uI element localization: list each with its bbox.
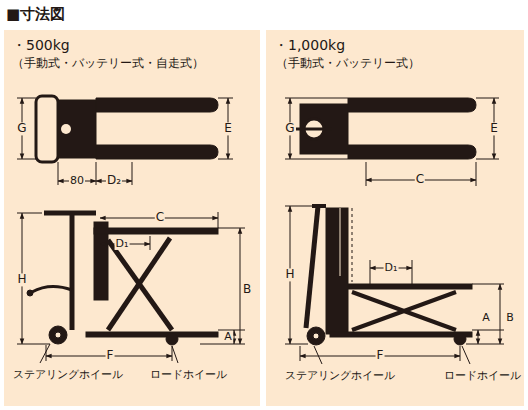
panel-heading: ・500kg bbox=[12, 38, 70, 53]
dimension-label: A bbox=[223, 331, 233, 343]
dimension-label: D₂ bbox=[106, 174, 122, 187]
dimension-label: D₁ bbox=[115, 238, 130, 250]
panel-heading: （手動式・バッテリー式・自走式） bbox=[12, 57, 204, 70]
dimension-label: C bbox=[415, 173, 425, 186]
dimension-label: ロードホイール bbox=[443, 370, 522, 382]
dimension-label: E bbox=[489, 122, 499, 135]
dimension-label: F bbox=[106, 349, 115, 362]
dimension-label: G bbox=[16, 122, 27, 135]
dimension-label: B bbox=[505, 312, 515, 324]
panel-heading: ・1,000kg bbox=[274, 38, 345, 53]
dimension-label: H bbox=[16, 273, 27, 286]
dimension-label: D₁ bbox=[384, 262, 399, 274]
dimension-label: E bbox=[223, 122, 233, 135]
dimension-label: F bbox=[376, 349, 385, 362]
dimension-label: ステアリングホイール bbox=[12, 369, 124, 381]
dimension-label: ロードホイール bbox=[149, 369, 228, 381]
figure-title: ■寸法図 bbox=[6, 6, 65, 23]
dimension-label: ステアリングホイール bbox=[284, 370, 396, 382]
dimension-label: C bbox=[155, 211, 165, 224]
dimension-label: H bbox=[284, 268, 295, 281]
dimension-label: A bbox=[481, 312, 491, 324]
dimension-label: G bbox=[284, 122, 295, 135]
panel-heading: （手動式・バッテリー式） bbox=[276, 57, 420, 70]
dimension-label: B bbox=[242, 283, 252, 296]
dimension-label: 80 bbox=[69, 175, 85, 187]
